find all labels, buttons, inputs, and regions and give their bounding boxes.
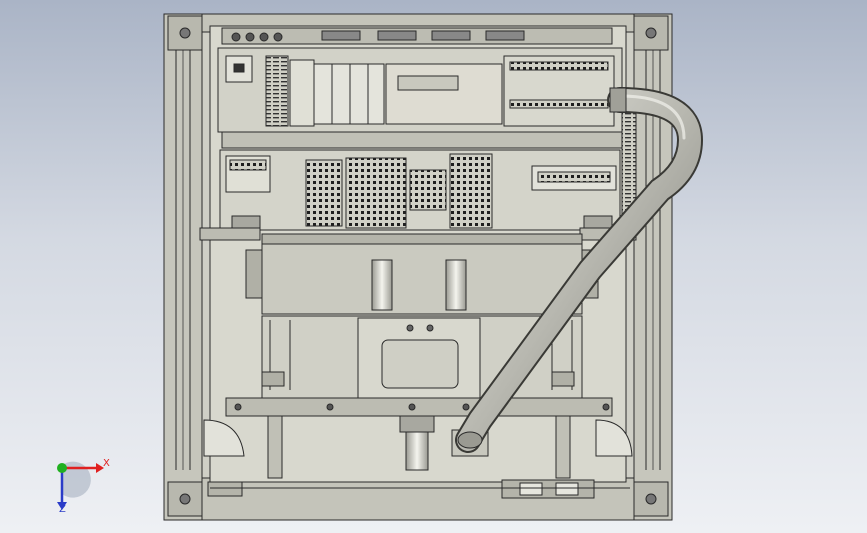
terminal-block-3 [409,169,447,211]
terminal-block-2 [345,157,407,229]
cutout-right [595,419,633,457]
breaker-block [313,63,385,125]
main-tray [261,233,583,315]
y-axis-marker [57,463,67,473]
latch-left [207,481,243,497]
z-axis-label: Z [59,504,66,515]
cylinder-left [371,259,393,311]
cutout-left [203,419,245,457]
divider-rail [221,131,623,149]
x-axis-label: X [103,458,110,469]
relay-module-1 [289,59,315,127]
corner-bracket-tl [167,15,203,51]
inspection-window [381,339,459,389]
latch-right [501,479,595,499]
base-rail [225,397,613,417]
exhaust-pipe [455,87,704,453]
power-supply [265,55,289,127]
coordinate-triad: X Z [40,448,120,523]
triad-graphic [57,461,104,510]
plc-main-unit [385,63,503,125]
pipe-fitting-top [609,87,627,113]
pipe-fitting-bottom [457,431,483,449]
cylinder-right [445,259,467,311]
terminal-block-4 [449,153,493,229]
terminal-block-1 [305,159,343,227]
